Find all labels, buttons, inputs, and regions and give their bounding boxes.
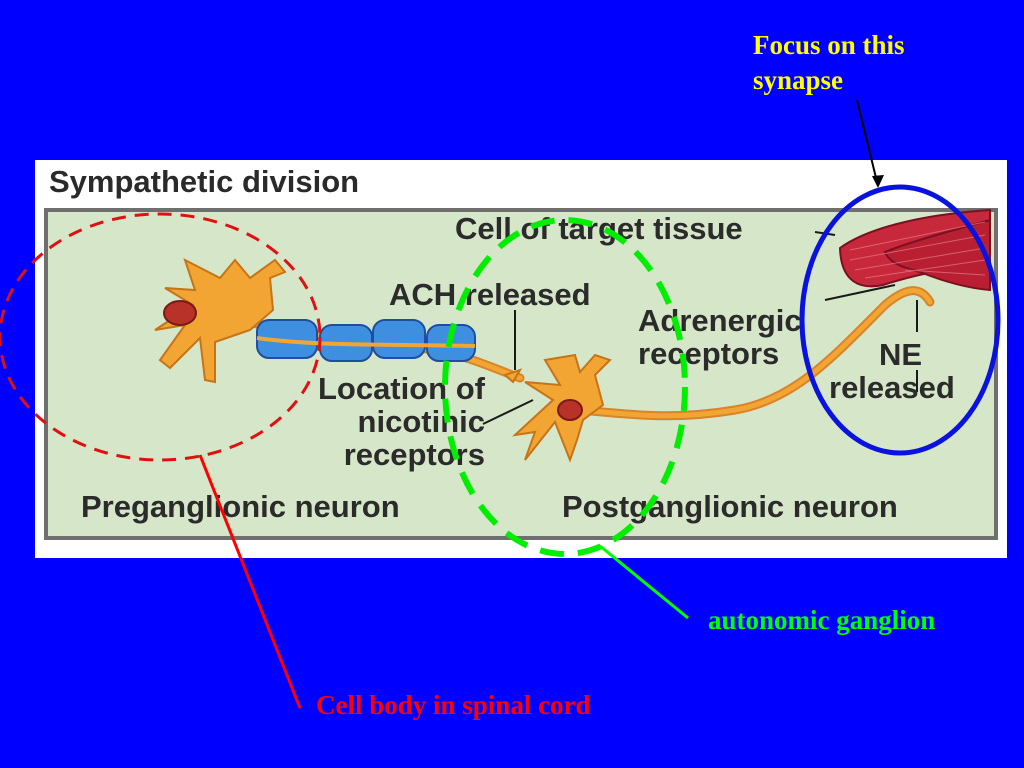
autonomic-ganglion-callout: autonomic ganglion: [708, 605, 936, 635]
focus-synapse-callout: Focus on this synapse: [753, 28, 905, 98]
nicotinic-line-3: receptors: [343, 437, 485, 472]
focus-callout-line-2: synapse: [753, 65, 844, 95]
adrenergic-line-1: Adrenergic: [638, 303, 802, 338]
adrenergic-receptors-label: Adrenergic receptors: [638, 304, 802, 370]
nicotinic-line-2: nicotinic: [357, 404, 485, 439]
postganglionic-label: Postganglionic neuron: [562, 489, 898, 524]
ne-line-1: NE: [879, 337, 923, 372]
focus-connector: [856, 99, 879, 187]
cell-body-circle: [0, 212, 322, 462]
ne-line-2: released: [829, 370, 955, 405]
synapse-focus-circle: [799, 184, 1001, 456]
preganglionic-label: Preganglionic neuron: [81, 489, 400, 524]
sympathetic-figure: Sympathetic division: [35, 160, 1007, 558]
ganglion-circle: [442, 217, 688, 557]
nicotinic-line-1: Location of: [317, 371, 485, 406]
focus-callout-line-1: Focus on this: [753, 30, 905, 60]
adrenergic-line-2: receptors: [638, 336, 780, 371]
cell-body-callout: Cell body in spinal cord: [316, 690, 591, 720]
ganglion-connector: [599, 544, 689, 620]
figure-title: Sympathetic division: [49, 164, 360, 199]
target-tissue-muscle: [838, 208, 991, 292]
target-tissue-label: Cell of target tissue: [455, 211, 743, 246]
ne-released-label: NE released: [829, 337, 955, 404]
neuron-illustration: [154, 208, 991, 463]
postganglionic-cell-body: [511, 353, 612, 463]
focus-arrowhead: [872, 175, 884, 188]
ach-released-label: ACH released: [389, 277, 591, 312]
nicotinic-receptors-label: Location of nicotinic receptors: [275, 372, 485, 471]
preganglionic-cell-body: [154, 257, 287, 384]
cell-body-connector: [198, 454, 302, 709]
